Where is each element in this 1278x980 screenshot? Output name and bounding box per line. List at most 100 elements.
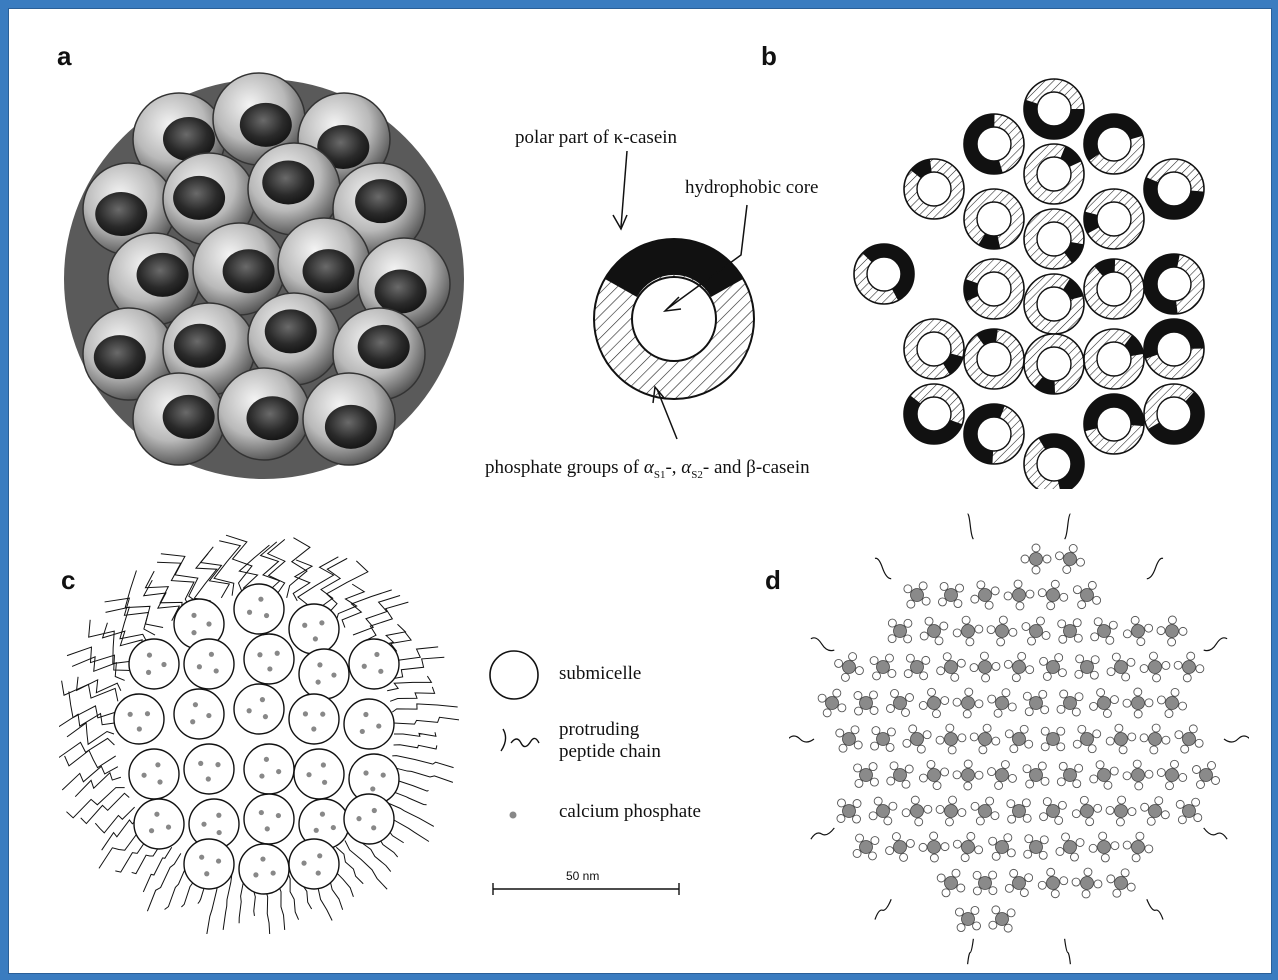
- submicelle-ring: [1144, 319, 1204, 379]
- protruding-chain: [147, 853, 180, 911]
- submicelle-ring: [1024, 334, 1084, 394]
- protruding-chain: [336, 847, 363, 883]
- submicelle-ring: [1084, 329, 1144, 389]
- submicelle-ring: [964, 329, 1024, 389]
- network-node: [1123, 616, 1152, 645]
- network-node: [1073, 581, 1100, 608]
- network-node: [1023, 690, 1048, 715]
- network-node: [836, 726, 862, 752]
- network-node: [904, 582, 930, 608]
- network-node: [1123, 688, 1153, 718]
- protruding-chain: [194, 553, 216, 600]
- protruding-chain: [67, 647, 129, 670]
- network-node: [1175, 725, 1203, 753]
- panel-d-network-model: [789, 509, 1249, 969]
- submicelle-circle: [289, 694, 339, 744]
- submicelle-ring: [1024, 144, 1084, 204]
- network-node: [1090, 761, 1119, 790]
- submicelle-circle: [184, 639, 234, 689]
- submicelle-ring: [1024, 79, 1084, 139]
- peripheral-chain: [1065, 514, 1071, 539]
- network-node: [1174, 652, 1204, 682]
- network-node: [953, 832, 982, 861]
- protruding-chain: [95, 807, 134, 833]
- network-node: [970, 724, 1000, 754]
- submicelle-circle: [244, 634, 294, 684]
- network-node: [1057, 690, 1083, 716]
- network-node: [1140, 724, 1170, 754]
- phosphate-text: phosphate groups of: [485, 457, 644, 478]
- network-node: [919, 832, 949, 862]
- protruding-chain: [77, 677, 121, 693]
- submicelle-ring: [964, 404, 1024, 464]
- network-node: [1021, 544, 1051, 574]
- legend-submicelle-icon: [490, 651, 538, 699]
- panel-label-d: d: [765, 565, 781, 596]
- network-node: [955, 906, 980, 931]
- submicelle-cross-section: [549, 219, 809, 479]
- network-node: [854, 763, 879, 788]
- network-node: [1041, 727, 1065, 751]
- network-node: [937, 869, 965, 897]
- submicelle-circle: [234, 684, 284, 734]
- network-node: [888, 619, 912, 643]
- peripheral-chain: [968, 939, 974, 964]
- submicelle-circle: [174, 689, 224, 739]
- panel-a-sphere-cluster: [59, 69, 499, 489]
- network-node: [1157, 688, 1186, 717]
- submicelle-circle: [114, 694, 164, 744]
- sub-s1: S1: [654, 469, 666, 481]
- protruding-chain: [392, 704, 457, 712]
- network-node: [1057, 762, 1082, 787]
- legend-protruding-label-1: protruding: [559, 719, 639, 741]
- alpha-2: α: [681, 457, 691, 478]
- network-node: [987, 616, 1017, 646]
- network-node: [1038, 580, 1068, 610]
- network-node: [1073, 725, 1100, 752]
- network-node: [936, 796, 966, 826]
- panel-label-b: b: [761, 41, 777, 72]
- protruding-chain: [143, 847, 171, 892]
- submicelle-circle: [244, 744, 294, 794]
- peripheral-chain: [811, 638, 834, 651]
- network-node: [1023, 762, 1049, 788]
- protruding-chain: [394, 717, 459, 724]
- network-node: [1106, 724, 1136, 754]
- figure-frame: a b c d: [8, 8, 1272, 974]
- network-node: [1123, 832, 1153, 862]
- network-node: [1040, 654, 1067, 681]
- network-node: [853, 834, 879, 860]
- submicelle-ring: [1084, 259, 1144, 319]
- panel-b-submicelle-packing: [829, 59, 1209, 489]
- network-node: [1007, 799, 1031, 823]
- network-node: [953, 616, 983, 646]
- submicelle-ring: [904, 384, 964, 444]
- network-node: [835, 653, 864, 682]
- submicelle-ring: [964, 189, 1024, 249]
- submicelle-circle: [344, 794, 394, 844]
- network-node: [953, 760, 983, 790]
- submicelle-ring: [854, 244, 914, 304]
- legend-protruding-label-2: peptide chain: [559, 741, 661, 763]
- network-node: [1192, 761, 1219, 788]
- network-node: [1005, 725, 1032, 752]
- protruding-chain: [392, 756, 453, 768]
- peripheral-chain: [811, 828, 834, 839]
- submicelle-circle: [184, 744, 234, 794]
- network-node: [886, 833, 915, 862]
- protruding-chain: [125, 570, 163, 627]
- network-node: [1038, 868, 1068, 898]
- network-node: [1090, 689, 1119, 718]
- protruding-chain: [287, 538, 310, 598]
- network-node: [936, 724, 966, 754]
- network-node: [1107, 869, 1135, 897]
- network-node: [869, 797, 897, 825]
- network-node: [1075, 655, 1099, 679]
- peripheral-chain: [1147, 899, 1163, 919]
- network-node: [1056, 833, 1084, 861]
- network-node: [1176, 798, 1202, 824]
- submicelle-ring: [1024, 209, 1084, 269]
- submicelle-circle: [234, 584, 284, 634]
- network-node: [902, 796, 932, 826]
- submicelle-ring: [1084, 394, 1144, 454]
